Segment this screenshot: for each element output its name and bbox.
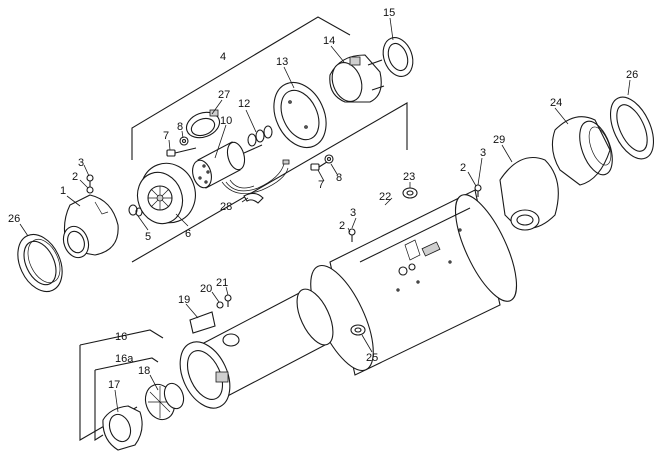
callout-28: 28 — [220, 201, 232, 213]
bracket-plate-19 — [189, 311, 216, 334]
callout-labels: 1 2 3 26 5 6 7 8 27 10 12 4 13 14 15 7 8… — [8, 7, 638, 391]
callout-12: 12 — [238, 98, 250, 110]
callout-22: 22 — [379, 191, 391, 203]
callout-6: 6 — [185, 228, 191, 240]
callout-7-right: 7 — [318, 179, 324, 191]
assembly-bracket-4-lower — [131, 102, 408, 263]
motor-housing-13 — [273, 82, 327, 148]
callout-20: 20 — [200, 283, 212, 295]
grommet-25 — [350, 324, 366, 336]
callout-3-left: 3 — [78, 157, 84, 169]
callout-17: 17 — [108, 379, 120, 391]
assembly-bracket-16-top — [79, 329, 164, 346]
callout-4: 4 — [220, 51, 226, 63]
burner-cup-18 — [144, 382, 185, 421]
callout-13: 13 — [276, 56, 288, 68]
fan-impeller-6 — [136, 162, 196, 225]
callout-24: 24 — [550, 97, 562, 109]
callout-10: 10 — [220, 115, 232, 127]
washer-8-left — [179, 136, 189, 146]
elbow-hood-29 — [499, 156, 559, 231]
callout-27: 27 — [218, 89, 230, 101]
motor-10 — [192, 141, 263, 189]
callout-23: 23 — [403, 171, 415, 183]
callout-26-right: 26 — [626, 69, 638, 81]
callout-3-tube: 3 — [350, 207, 356, 219]
callout-26-left: 26 — [8, 213, 20, 225]
combustion-cylinder — [199, 288, 334, 401]
bearing-set-12 — [247, 125, 273, 147]
grommet-23 — [402, 187, 418, 199]
callout-16: 16 — [115, 331, 127, 343]
callout-15: 15 — [383, 7, 395, 19]
callout-16a: 16a — [115, 353, 134, 365]
shield-17 — [102, 405, 143, 451]
cone-reflector-24 — [551, 116, 613, 186]
washer-2-left — [86, 186, 94, 194]
assembly-bracket-16a — [94, 370, 104, 441]
assembly-bracket-16a-top — [94, 357, 159, 371]
clip-28 — [243, 192, 264, 204]
callout-7-left: 7 — [163, 130, 169, 142]
front-end-casting — [179, 341, 231, 409]
burner-tube-22 — [310, 189, 518, 376]
screw-21 — [224, 294, 232, 307]
callout-8-right: 8 — [336, 172, 342, 184]
callout-14: 14 — [323, 35, 335, 47]
callout-3-right: 3 — [480, 147, 486, 159]
callout-8-left: 8 — [177, 121, 183, 133]
clamp-band-27 — [185, 109, 221, 139]
washer-20 — [216, 301, 224, 309]
ring-26-left — [17, 233, 63, 293]
bolt-7-left — [166, 147, 197, 157]
screw-3-tube — [348, 228, 356, 242]
callout-25: 25 — [366, 352, 378, 364]
callout-2-tube: 2 — [339, 220, 345, 232]
ring-15 — [382, 37, 414, 77]
inlet-housing-1 — [62, 194, 119, 259]
callout-18: 18 — [138, 365, 150, 377]
washer-8-right — [324, 154, 334, 164]
assembly-bracket-4 — [131, 16, 351, 160]
ring-26-right — [609, 96, 655, 160]
callout-5: 5 — [145, 231, 151, 243]
callout-21: 21 — [216, 277, 228, 289]
callout-29: 29 — [493, 134, 505, 146]
callout-2-right: 2 — [460, 162, 466, 174]
wire-harness — [221, 159, 290, 194]
callout-19: 19 — [178, 294, 190, 306]
callout-2-left: 2 — [72, 171, 78, 183]
callout-1: 1 — [60, 185, 66, 197]
leader-lines — [19, 17, 631, 413]
motor-end-14 — [329, 54, 385, 103]
